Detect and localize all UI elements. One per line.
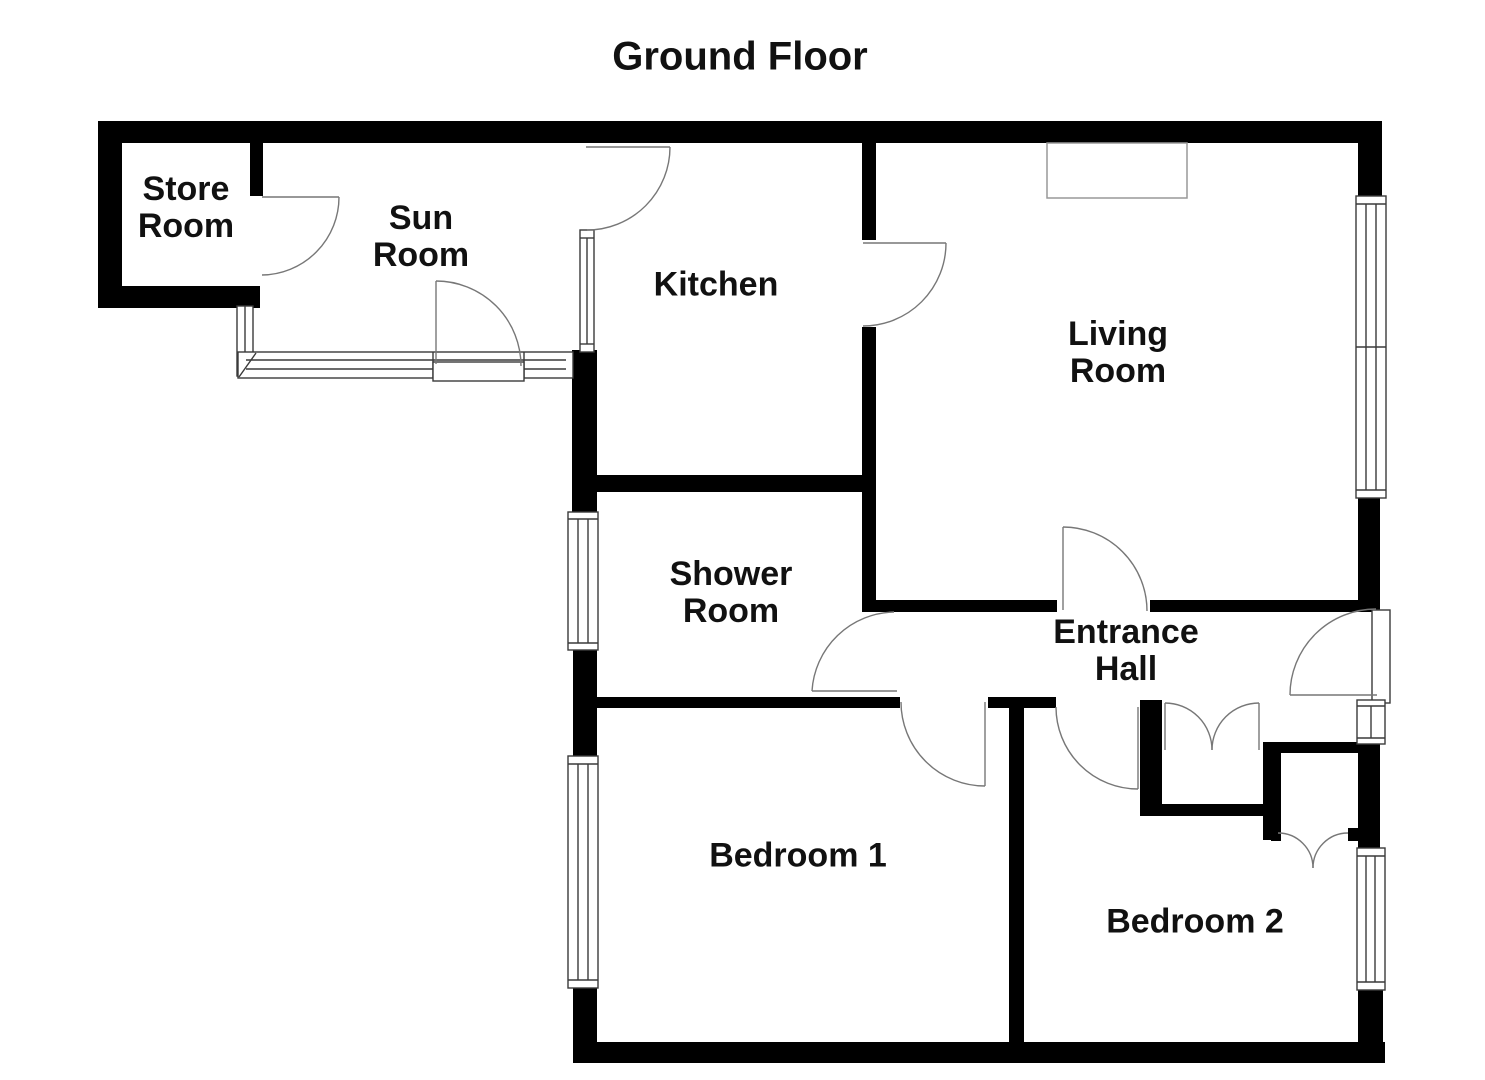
- wall-east-bottom: [1358, 988, 1383, 1063]
- kitchen-living-door-arc: [862, 242, 947, 327]
- front-entrance-door: [1289, 608, 1377, 696]
- shower-west-window: [567, 511, 599, 651]
- bedroom2-door: [1055, 706, 1139, 790]
- shower-room-door: [811, 611, 897, 692]
- shower-door-arc: [811, 611, 895, 692]
- wall-hall-cupboard-west: [1140, 700, 1162, 816]
- cupboard-right-door-arc: [1211, 702, 1260, 751]
- bedroom2-wardrobe-double-doors: [1277, 832, 1349, 869]
- wall-store-east: [250, 143, 263, 196]
- kitchen-door-arc: [586, 146, 671, 231]
- wardrobe-left-door-arc: [1277, 832, 1314, 869]
- front-door-frame: [1371, 609, 1391, 704]
- wall-east-top: [1358, 143, 1382, 198]
- front-door-arc: [1289, 608, 1377, 696]
- store-room-door-arc: [261, 196, 340, 276]
- windows: [236, 195, 1391, 991]
- sunroom-door-arc: [435, 280, 522, 367]
- bedroom1-door: [900, 701, 986, 787]
- wall-kitchen-living-lower: [862, 327, 876, 492]
- wall-wardrobe-jamb-right: [1348, 828, 1358, 841]
- page-title: Ground Floor: [612, 34, 868, 79]
- wardrobe-right-door-arc: [1312, 832, 1349, 869]
- bedroom2-door-arc: [1055, 706, 1139, 790]
- wall-bedroom1-north: [597, 697, 900, 708]
- bedroom2-east-window: [1356, 847, 1386, 991]
- sunroom-kitchen-glazing: [579, 229, 595, 353]
- wall-east-frontdoor: [1358, 498, 1380, 612]
- wall-shower-east: [862, 492, 876, 612]
- wall-kitchen-living-upper: [862, 143, 876, 240]
- walls: [98, 121, 1385, 1063]
- bedroom1-west-window: [567, 755, 599, 989]
- room-label-sun-room: Sun Room: [372, 199, 470, 274]
- wall-top-exterior: [98, 121, 1382, 143]
- wall-hall-north-east: [1150, 600, 1358, 612]
- living-east-window: [1355, 195, 1387, 499]
- bedroom1-door-arc: [900, 701, 986, 787]
- wall-bottom-exterior: [573, 1042, 1385, 1063]
- kitchen-living-door: [862, 242, 947, 327]
- sunroom-kitchen-door: [586, 146, 671, 231]
- hall-cupboard-double-doors: [1164, 702, 1260, 751]
- living-room-fireplace: [1046, 142, 1188, 199]
- store-room-door: [261, 196, 340, 276]
- wall-bedroom1-east: [1009, 708, 1024, 1043]
- room-label-living-room: Living Room: [1067, 315, 1169, 390]
- wall-wardrobe-north: [1263, 742, 1358, 753]
- room-label-bedroom-2: Bedroom 2: [1106, 902, 1284, 941]
- room-label-shower-room: Shower Room: [669, 555, 793, 630]
- room-label-store-room: Store Room: [137, 170, 235, 245]
- wall-wardrobe-jamb-left: [1271, 828, 1281, 841]
- room-label-entrance-hall: Entrance Hall: [1053, 613, 1199, 688]
- sunroom-door-threshold: [432, 361, 525, 382]
- wall-store-west: [98, 121, 122, 308]
- wall-hall-north-west: [876, 600, 1057, 612]
- living-hall-door-arc: [1062, 526, 1148, 612]
- wall-wardrobe-west: [1263, 742, 1281, 840]
- wall-west-mid: [573, 648, 597, 758]
- wall-store-south: [98, 286, 260, 308]
- cupboard-left-door-arc: [1164, 702, 1213, 751]
- hall-east-window: [1356, 699, 1386, 745]
- wall-east-mid: [1358, 744, 1380, 850]
- sunroom-exterior-door: [435, 280, 522, 367]
- wall-kitchen-south: [595, 475, 862, 492]
- room-label-bedroom-1: Bedroom 1: [709, 836, 887, 875]
- room-label-kitchen: Kitchen: [653, 265, 779, 304]
- wall-west-kitchen: [572, 350, 597, 513]
- wall-hall-stub: [988, 697, 1056, 708]
- wall-hall-cupboard-south: [1152, 804, 1263, 816]
- living-hall-door: [1062, 526, 1148, 612]
- doors: [261, 146, 1377, 869]
